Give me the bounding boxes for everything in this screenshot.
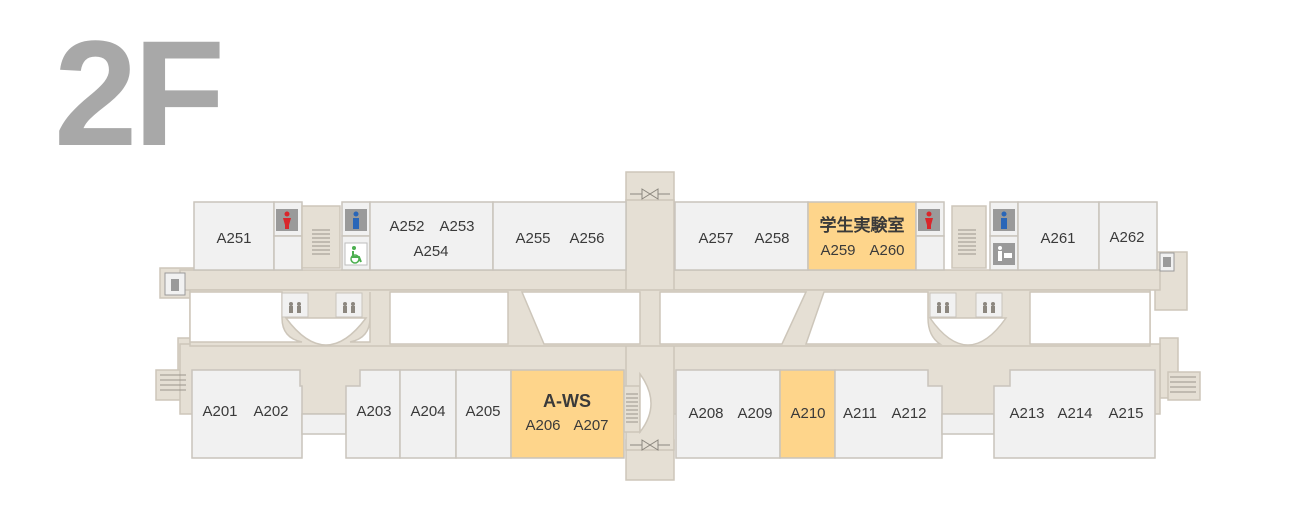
room-a252-label: A252 xyxy=(389,218,424,235)
room-a208-209[interactable] xyxy=(675,369,781,459)
female-restroom-icon xyxy=(918,209,940,231)
elevators xyxy=(281,292,1003,318)
room-a258-label: A258 xyxy=(754,230,789,247)
passage-right xyxy=(941,413,995,435)
room-a254-label: A254 xyxy=(413,243,448,260)
room-a257-label: A257 xyxy=(698,230,733,247)
multipurpose-restroom-icon xyxy=(993,243,1015,265)
room-a213-label: A213 xyxy=(1009,405,1044,422)
stair-curve xyxy=(639,371,652,435)
room-a204-label: A204 xyxy=(410,403,445,420)
room-a213-215[interactable] xyxy=(993,369,1156,459)
room-a256-label: A256 xyxy=(569,230,604,247)
room-a202-label: A202 xyxy=(253,403,288,420)
room-a212-label: A212 xyxy=(891,405,926,422)
courtyard-3 xyxy=(520,291,641,345)
stairs-icon xyxy=(626,393,638,423)
elevator-icon xyxy=(975,292,1003,318)
top-stair-tower xyxy=(625,171,675,205)
student-lab-title: 学生実験室 xyxy=(820,215,905,235)
room-a-ws[interactable] xyxy=(510,369,625,459)
room-a255-256[interactable] xyxy=(492,201,627,271)
courtyard-5 xyxy=(804,291,943,345)
room-a262-label: A262 xyxy=(1109,229,1144,246)
restroom-annex-left xyxy=(273,235,303,271)
room-a208-label: A208 xyxy=(688,405,723,422)
room-a255-label: A255 xyxy=(515,230,550,247)
right-lower-stairs-area xyxy=(1167,371,1201,401)
room-a261-label: A261 xyxy=(1040,230,1075,247)
courtyard-4 xyxy=(659,291,808,345)
courtyard-2 xyxy=(389,291,509,345)
room-a259-label: A259 xyxy=(820,242,855,259)
floor-label: 2F xyxy=(54,9,225,177)
courtyard-6 xyxy=(1029,291,1151,345)
lower-rooms: A201 A202 A203 A204 A205 A-WS A206 A207 … xyxy=(191,369,1156,459)
room-a206-label: A206 xyxy=(525,417,560,434)
courtyard-1b xyxy=(349,292,371,343)
room-a201-202[interactable] xyxy=(191,369,303,459)
elevator-icon xyxy=(281,292,309,318)
restroom-annex-right xyxy=(915,235,945,271)
door-icon xyxy=(630,188,670,200)
room-student-lab[interactable] xyxy=(807,201,917,271)
stair-left xyxy=(301,205,341,269)
phone-icon xyxy=(1159,252,1175,272)
room-a251-label: A251 xyxy=(216,230,251,247)
room-a260-label: A260 xyxy=(869,242,904,259)
room-a203-label: A203 xyxy=(356,403,391,420)
room-a252-254[interactable] xyxy=(369,201,494,271)
room-a209-label: A209 xyxy=(737,405,772,422)
elevator-icon xyxy=(335,292,363,318)
accessible-restroom-icon xyxy=(344,242,368,266)
room-a210[interactable] xyxy=(779,369,836,459)
room-a205-label: A205 xyxy=(465,403,500,420)
room-a205[interactable] xyxy=(455,369,512,459)
room-a262[interactable] xyxy=(1098,201,1158,271)
room-a201-label: A201 xyxy=(202,403,237,420)
stair-center xyxy=(623,385,641,433)
female-restroom-icon xyxy=(276,209,298,231)
courtyard-1 xyxy=(189,291,303,343)
stairs-icon xyxy=(958,229,976,255)
room-a207-label: A207 xyxy=(573,417,608,434)
room-a253-label: A253 xyxy=(439,218,474,235)
room-a204[interactable] xyxy=(399,369,457,459)
door-icon xyxy=(164,272,186,296)
atrium-curve-right xyxy=(928,317,1008,346)
male-restroom-icon xyxy=(993,209,1015,231)
passage-left xyxy=(301,413,347,435)
elevator-icon xyxy=(929,292,957,318)
room-a211-label: A211 xyxy=(843,405,877,422)
stair-right xyxy=(951,205,987,269)
room-a210-label: A210 xyxy=(790,405,825,422)
male-restroom-icon xyxy=(345,209,367,231)
room-a211-212[interactable] xyxy=(834,369,943,459)
aws-title: A-WS xyxy=(543,391,591,411)
atrium-curve-left xyxy=(284,317,368,346)
room-a257-258[interactable] xyxy=(674,201,809,271)
room-a214-label: A214 xyxy=(1057,405,1092,422)
stairs-icon xyxy=(160,374,1196,393)
room-a215-label: A215 xyxy=(1108,405,1143,422)
stairs-icon xyxy=(312,229,330,255)
courtyards xyxy=(189,291,1151,346)
door-icon xyxy=(630,439,670,451)
room-a251[interactable] xyxy=(193,201,275,271)
